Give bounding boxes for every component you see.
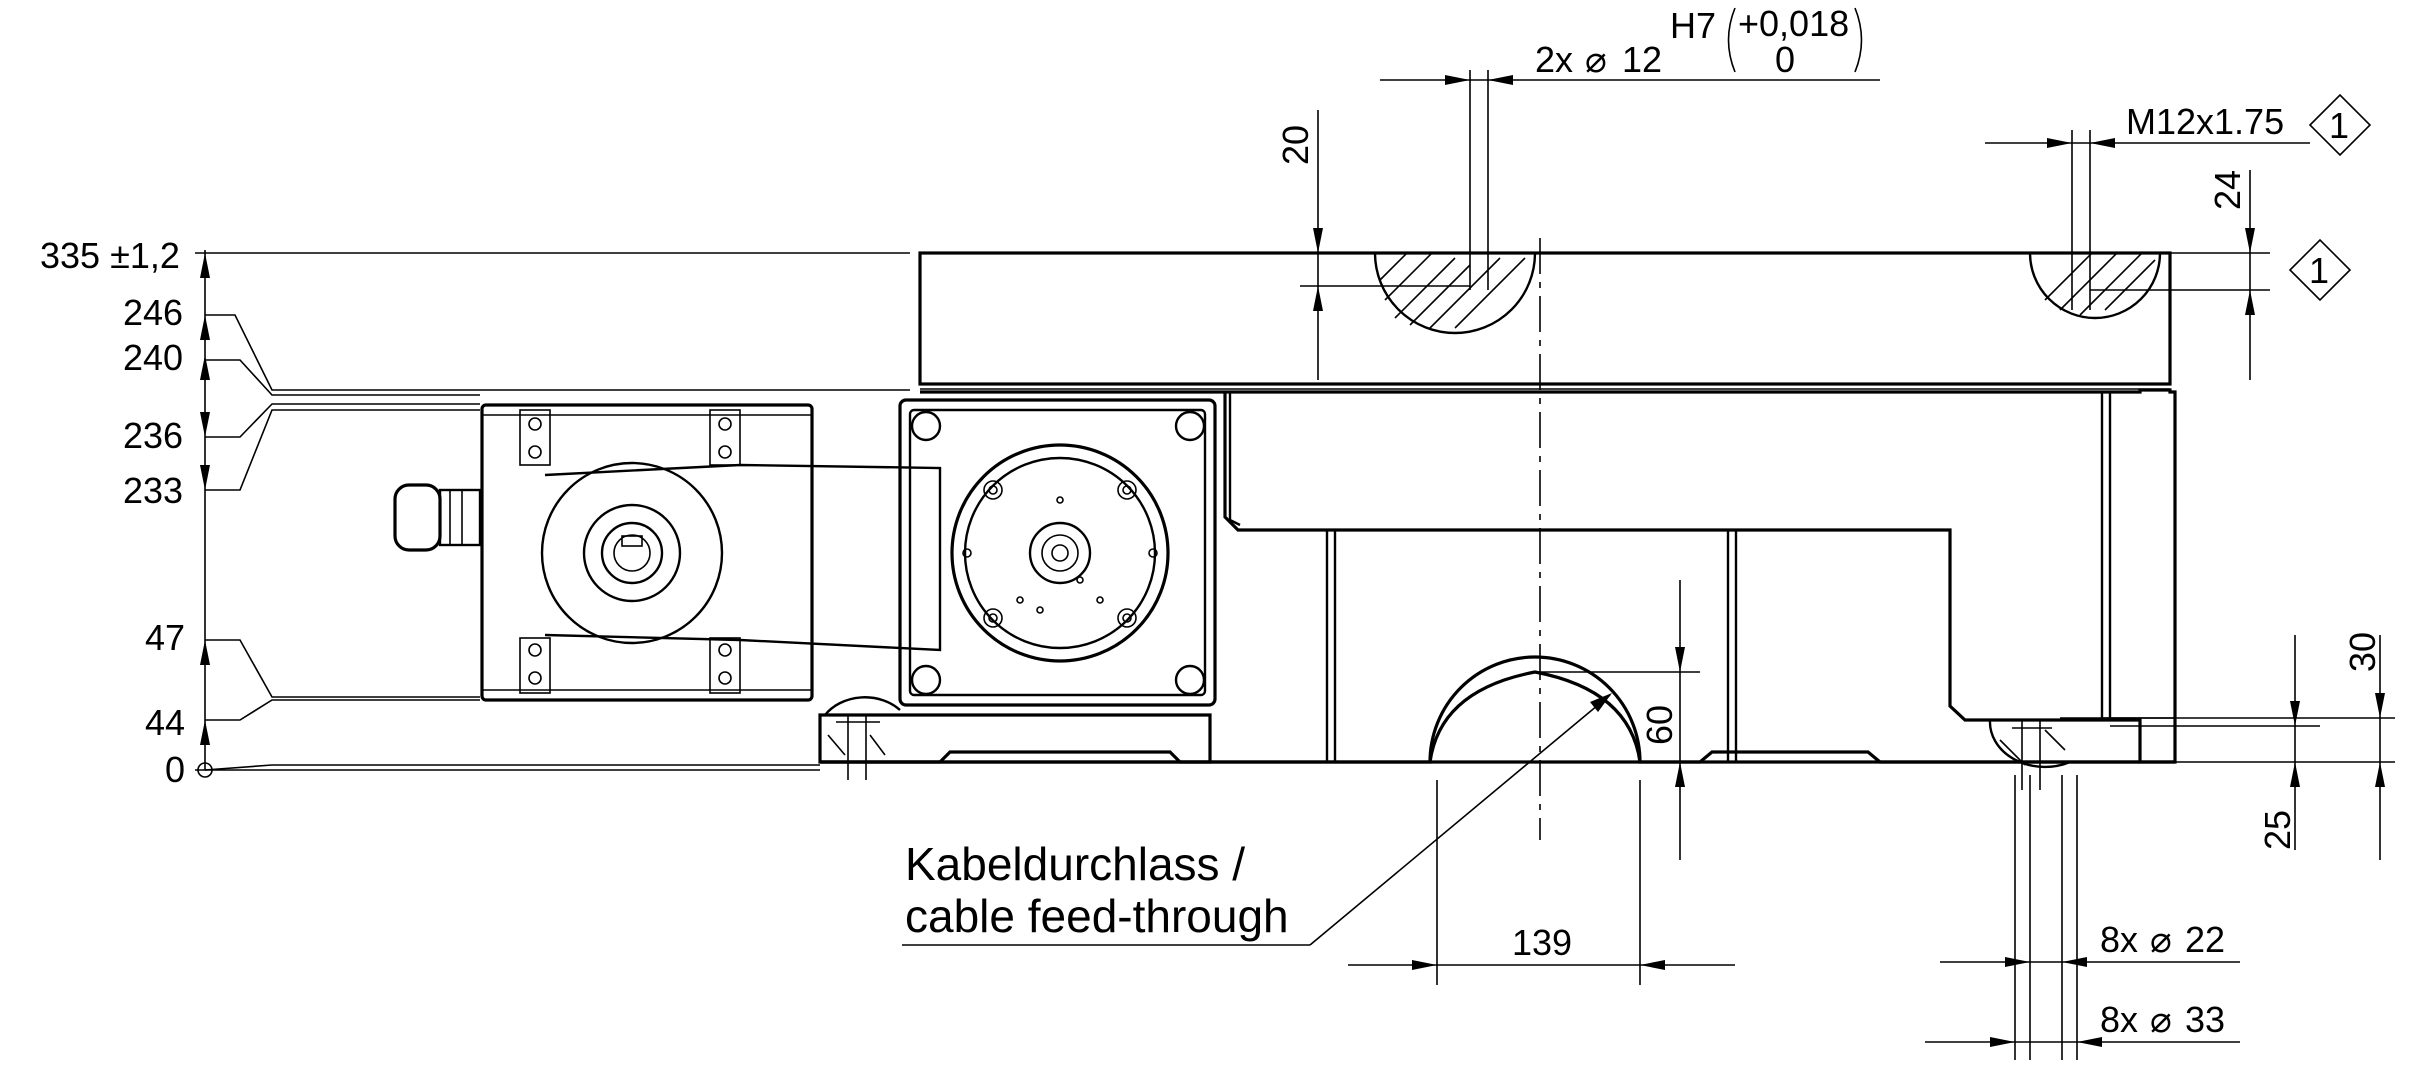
dim-236: 236 xyxy=(123,415,183,456)
dim-240: 240 xyxy=(123,337,183,378)
hole-large-count: 8x xyxy=(2100,999,2138,1040)
table-plate xyxy=(918,70,2172,840)
dim-335: 335 ±1,2 xyxy=(40,235,180,276)
drive-housing xyxy=(393,403,942,702)
thread-callout: M12x1.75 xyxy=(2126,101,2284,142)
tolerance-lower: 0 xyxy=(1775,39,1795,80)
reference-marker-2: 1 xyxy=(2309,250,2329,291)
annotation-line-2: cable feed-through xyxy=(905,890,1289,942)
bore-count: 2x xyxy=(1535,39,1573,80)
dim-depth-20: 20 xyxy=(1275,125,1316,165)
dim-233: 233 xyxy=(123,470,183,511)
left-dimension-stack: 335 ±1,2 246 240 236 233 47 44 0 xyxy=(40,235,910,790)
dim-44: 44 xyxy=(145,702,185,743)
bore-diameter: 12 xyxy=(1622,39,1662,80)
top-callouts: 2x ⌀ 12 H7 +0,018 0 20 M12x1.75 1 24 1 xyxy=(1275,3,2372,380)
right-dimensions: 30 25 8x ⌀ 22 8x ⌀ 33 xyxy=(1925,632,2395,1060)
hole-large-diameter-symbol: ⌀ xyxy=(2150,999,2172,1040)
cable-feed-through-note: Kabeldurchlass / cable feed-through xyxy=(902,693,1612,946)
connector-plug xyxy=(393,483,442,552)
hole-small-diameter: 22 xyxy=(2185,919,2225,960)
motor-flange xyxy=(898,398,1217,707)
dim-25: 25 xyxy=(2257,810,2298,850)
cable-feed-through-arch xyxy=(1428,670,1642,763)
hole-small-count: 8x xyxy=(2100,919,2138,960)
bore-hatching-left xyxy=(1379,252,1526,329)
annotation-line-1: Kabeldurchlass / xyxy=(905,838,1245,890)
bottom-dimensions: 60 139 xyxy=(1348,580,1735,985)
reference-marker-1: 1 xyxy=(2329,105,2349,146)
hole-small-diameter-symbol: ⌀ xyxy=(2150,919,2172,960)
dim-47: 47 xyxy=(145,617,185,658)
dim-60: 60 xyxy=(1639,705,1680,745)
hole-large-diameter: 33 xyxy=(2185,999,2225,1040)
bore-diameter-symbol: ⌀ xyxy=(1585,39,1607,80)
dim-246: 246 xyxy=(123,292,183,333)
tolerance-class: H7 xyxy=(1670,5,1716,46)
bore-hatching-right xyxy=(2044,252,2156,316)
tolerance-upper: +0,018 xyxy=(1738,3,1849,44)
dim-thread-depth-24: 24 xyxy=(2207,170,2248,210)
dim-0: 0 xyxy=(165,749,185,790)
dim-30: 30 xyxy=(2342,632,2383,672)
dim-139: 139 xyxy=(1512,922,1572,963)
